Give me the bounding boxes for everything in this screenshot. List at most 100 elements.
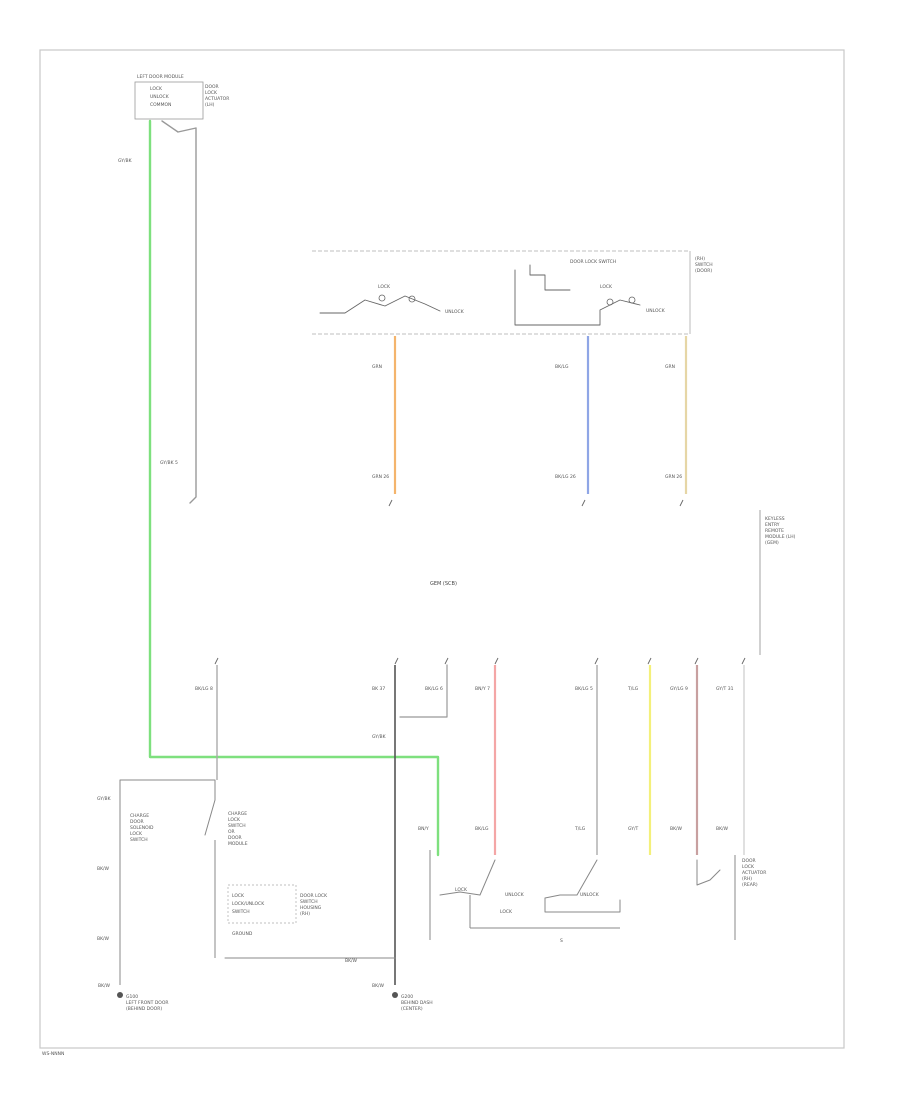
svg-text:SWITCH: SWITCH bbox=[130, 837, 148, 843]
svg-text:BK/W: BK/W bbox=[670, 826, 683, 832]
svg-text:LEFT DOOR MODULE: LEFT DOOR MODULE bbox=[137, 74, 184, 80]
svg-text:LOCK: LOCK bbox=[455, 887, 468, 893]
page-code: WS-NNNN bbox=[42, 1051, 64, 1057]
svg-text:(GEM): (GEM) bbox=[765, 540, 779, 546]
wire-label-1: GY/BK bbox=[118, 158, 133, 164]
svg-text:SWITCH: SWITCH bbox=[228, 823, 246, 829]
svg-text:DOOR: DOOR bbox=[228, 835, 242, 841]
svg-text:BK/LG 8: BK/LG 8 bbox=[195, 686, 213, 692]
svg-text:S: S bbox=[560, 938, 563, 944]
top-module: LEFT DOOR MODULE LOCK UNLOCK COMMON DOOR… bbox=[134, 74, 229, 120]
svg-text:BK/W: BK/W bbox=[98, 983, 111, 989]
wire-gray-mid bbox=[399, 664, 448, 718]
svg-text:(LH): (LH) bbox=[205, 102, 215, 108]
svg-text:(RH): (RH) bbox=[742, 876, 752, 882]
center-module-label: GEM (SCB) bbox=[430, 581, 457, 587]
wire-label-7: GRN bbox=[665, 364, 675, 370]
svg-text:LOCK: LOCK bbox=[600, 284, 613, 290]
svg-text:GY/T: GY/T bbox=[628, 826, 639, 832]
svg-text:LEFT FRONT DOOR: LEFT FRONT DOOR bbox=[126, 1000, 169, 1006]
svg-text:T/LG: T/LG bbox=[627, 686, 639, 692]
svg-text:GY/LG 9: GY/LG 9 bbox=[670, 686, 688, 692]
svg-text:UNLOCK: UNLOCK bbox=[505, 892, 525, 898]
diagram-frame bbox=[39, 49, 845, 1049]
svg-text:DOOR LOCK SWITCH: DOOR LOCK SWITCH bbox=[570, 259, 616, 265]
svg-text:LOCK: LOCK bbox=[150, 86, 163, 92]
svg-text:SWITCH: SWITCH bbox=[695, 262, 713, 268]
svg-text:MODULE: MODULE bbox=[228, 841, 248, 847]
svg-text:UNLOCK: UNLOCK bbox=[580, 892, 600, 898]
svg-text:DOOR: DOOR bbox=[742, 858, 756, 864]
svg-text:LOCK: LOCK bbox=[500, 909, 513, 915]
wire-label-8: GRN 26 bbox=[665, 474, 682, 480]
svg-text:GY/T 31: GY/T 31 bbox=[716, 686, 734, 692]
svg-text:LOCK: LOCK bbox=[130, 831, 143, 837]
svg-text:(REAR): (REAR) bbox=[742, 882, 758, 888]
svg-text:UNLOCK: UNLOCK bbox=[445, 309, 465, 315]
right-lower-actuator: DOOR LOCK ACTUATOR (RH) (REAR) bbox=[696, 855, 766, 940]
wire-label-4: GRN 26 bbox=[372, 474, 389, 480]
svg-text:UNLOCK: UNLOCK bbox=[646, 308, 666, 314]
svg-text:G200: G200 bbox=[401, 994, 413, 1000]
svg-text:(RH): (RH) bbox=[300, 911, 310, 917]
wire-label-2: GY/BK 5 bbox=[160, 460, 178, 466]
svg-text:DOOR: DOOR bbox=[205, 84, 219, 90]
svg-text:LOCK/UNLOCK: LOCK/UNLOCK bbox=[232, 901, 265, 907]
svg-text:(RH): (RH) bbox=[695, 256, 705, 262]
svg-text:BK/LG 5: BK/LG 5 bbox=[575, 686, 593, 692]
svg-text:GROUND: GROUND bbox=[232, 931, 253, 937]
svg-text:T/LG: T/LG bbox=[574, 826, 586, 832]
svg-text:BK/W: BK/W bbox=[372, 983, 385, 989]
ground-left: BK/W G100 LEFT FRONT DOOR (BEHIND DOOR) bbox=[98, 983, 169, 1012]
svg-text:HOUSING: HOUSING bbox=[300, 905, 322, 911]
svg-text:BK/W: BK/W bbox=[716, 826, 729, 832]
lower-wire-labels: BK/LG 8 BK 37 BK/LG 6 BN/Y 7 BK/LG 5 T/L… bbox=[195, 686, 734, 832]
svg-text:LOCK: LOCK bbox=[205, 90, 218, 96]
svg-text:BK/LG 6: BK/LG 6 bbox=[425, 686, 443, 692]
wire-label-6: BK/LG 26 bbox=[555, 474, 576, 480]
svg-text:ACTUATOR: ACTUATOR bbox=[742, 870, 766, 876]
svg-text:SWITCH: SWITCH bbox=[300, 899, 318, 905]
wire-green-main bbox=[148, 119, 440, 857]
svg-text:BN/Y: BN/Y bbox=[418, 826, 429, 832]
svg-text:BEHIND DASH: BEHIND DASH bbox=[401, 1000, 433, 1006]
svg-text:ENTRY: ENTRY bbox=[765, 522, 780, 528]
left-lower-switch: GY/BK CHARGE DOOR SOLENOID LOCK SWITCH C… bbox=[97, 779, 396, 985]
svg-text:CHARGE: CHARGE bbox=[228, 811, 247, 817]
svg-text:ACTUATOR: ACTUATOR bbox=[205, 96, 229, 102]
svg-text:KEYLESS: KEYLESS bbox=[765, 516, 785, 522]
svg-text:LOCK: LOCK bbox=[232, 893, 245, 899]
svg-text:LOCK: LOCK bbox=[378, 284, 391, 290]
svg-text:(DOOR): (DOOR) bbox=[695, 268, 712, 274]
svg-text:GY/BK: GY/BK bbox=[97, 796, 112, 802]
svg-text:(BEHIND DOOR): (BEHIND DOOR) bbox=[126, 1006, 162, 1012]
wire-label-5: BK/LG bbox=[555, 364, 569, 370]
wire-label-3: GRN bbox=[372, 364, 382, 370]
svg-text:REMOTE: REMOTE bbox=[765, 528, 784, 534]
svg-text:UNLOCK: UNLOCK bbox=[150, 94, 170, 100]
svg-text:DOOR: DOOR bbox=[130, 819, 144, 825]
right-note: KEYLESS ENTRY REMOTE MODULE (LH) (GEM) bbox=[765, 516, 796, 546]
connector-ticks bbox=[214, 499, 746, 665]
wire-gray-left bbox=[161, 120, 197, 504]
svg-text:DOOR LOCK: DOOR LOCK bbox=[300, 893, 328, 899]
svg-text:GY/BK: GY/BK bbox=[372, 734, 387, 740]
svg-text:G100: G100 bbox=[126, 994, 138, 1000]
svg-text:COMMON: COMMON bbox=[150, 102, 171, 108]
svg-text:BN/Y 7: BN/Y 7 bbox=[475, 686, 490, 692]
svg-text:OR: OR bbox=[228, 829, 235, 835]
svg-text:BK 37: BK 37 bbox=[372, 686, 385, 692]
ground-wire-label: BK/W bbox=[345, 958, 358, 964]
svg-text:CHARGE: CHARGE bbox=[130, 813, 149, 819]
svg-text:(CENTER): (CENTER) bbox=[401, 1006, 423, 1012]
ground-right: BK/W G200 BEHIND DASH (CENTER) bbox=[372, 983, 433, 1012]
svg-text:SOLENOID: SOLENOID bbox=[130, 825, 154, 831]
rear-door-switch: LOCK UNLOCK LOCK UNLOCK S bbox=[429, 850, 621, 944]
svg-text:LOCK: LOCK bbox=[228, 817, 241, 823]
svg-text:BK/LG: BK/LG bbox=[475, 826, 489, 832]
svg-text:MODULE (LH): MODULE (LH) bbox=[765, 534, 796, 540]
svg-text:BK/W: BK/W bbox=[97, 866, 110, 872]
door-lock-switch-box: DOOR LOCK SWITCH (RH) SWITCH (DOOR) LOCK… bbox=[312, 250, 713, 335]
svg-text:SWITCH: SWITCH bbox=[232, 909, 250, 915]
